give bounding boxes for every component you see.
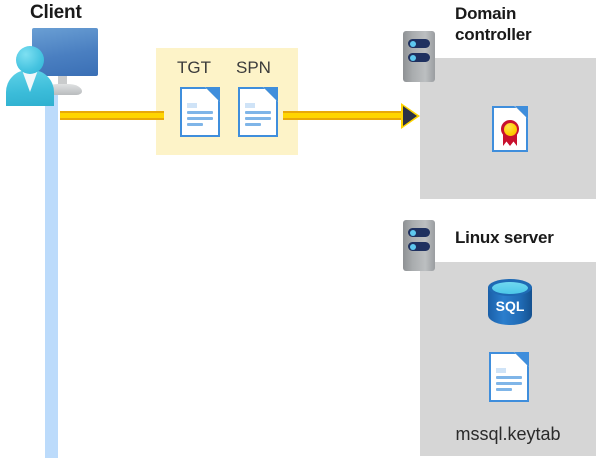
person-head-icon [16, 46, 44, 74]
monitor-base-icon [44, 84, 82, 95]
client-lifeline [45, 88, 58, 458]
linux-server-rack-icon [403, 220, 435, 271]
linux-server-title: Linux server [455, 228, 554, 247]
domain-controller-title: Domain controller [455, 3, 595, 45]
monitor-screen-icon [32, 28, 98, 76]
tgt-document-icon [180, 87, 220, 137]
certificate-icon [492, 106, 528, 152]
sql-database-label: SQL [495, 298, 525, 314]
domain-controller-title-line1: Domain [455, 4, 517, 23]
client-workstation-icon [4, 28, 100, 106]
kerberos-request-arrow-segment-left [60, 111, 164, 120]
arrowhead-icon [403, 106, 417, 126]
tgt-label: TGT [177, 58, 211, 77]
kerberos-request-arrow-segment-right [283, 111, 408, 120]
sql-database-icon: SQL [488, 279, 532, 331]
spn-label: SPN [236, 58, 271, 77]
spn-document-icon [238, 87, 278, 137]
keytab-filename-label: mssql.keytab [455, 424, 561, 444]
domain-controller-title-line2: controller [455, 25, 532, 44]
domain-controller-server-icon [403, 31, 435, 82]
keytab-document-icon [489, 352, 529, 402]
client-title: Client [30, 2, 82, 23]
monitor-neck-icon [58, 76, 67, 88]
